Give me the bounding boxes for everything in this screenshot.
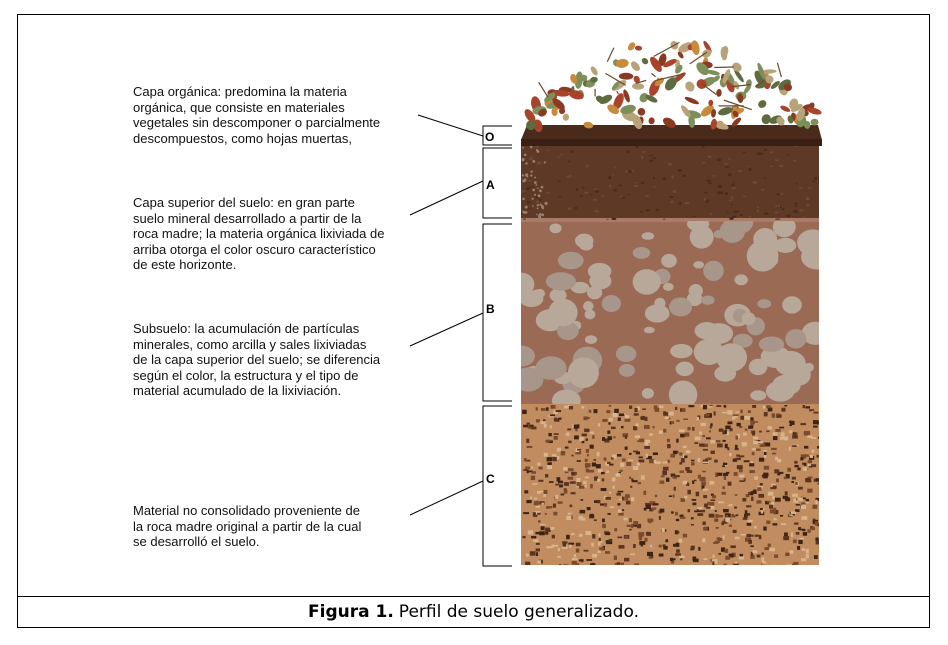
horizon-label-a: A (486, 178, 495, 192)
leader-o (417, 114, 484, 137)
horizon-o-description: Capa orgánica: predomina la materia orgá… (133, 84, 381, 146)
horizon-label-c: C (486, 472, 495, 486)
horizon-a-texture (521, 146, 818, 220)
horizon-o-band (521, 139, 822, 146)
leader-a (409, 180, 484, 216)
horizon-brackets (482, 125, 512, 567)
horizon-o-layer (521, 125, 822, 140)
horizon-c-grains (522, 405, 819, 565)
horizon-a-layer (521, 146, 819, 220)
leaf-litter (524, 40, 822, 133)
bracket-a (482, 147, 512, 219)
horizon-c-description: Material no consolidado proveniente de l… (133, 503, 362, 549)
bracket-c (482, 405, 512, 567)
leader-c (409, 480, 484, 516)
figure-caption: Figura 1. Perfil de suelo generalizado. (18, 596, 929, 627)
bracket-b (482, 223, 512, 402)
horizon-a-description: Capa superior del suelo: en gran parte s… (133, 195, 385, 272)
leader-b (409, 312, 484, 347)
horizon-ab-transition (521, 218, 819, 223)
horizon-label-o: O (485, 130, 494, 144)
horizon-b-description: Subsuelo: la acumulación de partículas m… (133, 321, 381, 398)
soil-column (521, 40, 822, 565)
caption-text: Perfil de suelo generalizado. (398, 602, 639, 622)
horizon-b-stones (521, 221, 819, 404)
caption-prefix: Figura 1. (308, 602, 394, 622)
figure-frame: Figura 1. Perfil de suelo generalizado. (17, 14, 930, 628)
leader-lines (409, 114, 484, 516)
horizon-label-b: B (486, 302, 495, 316)
